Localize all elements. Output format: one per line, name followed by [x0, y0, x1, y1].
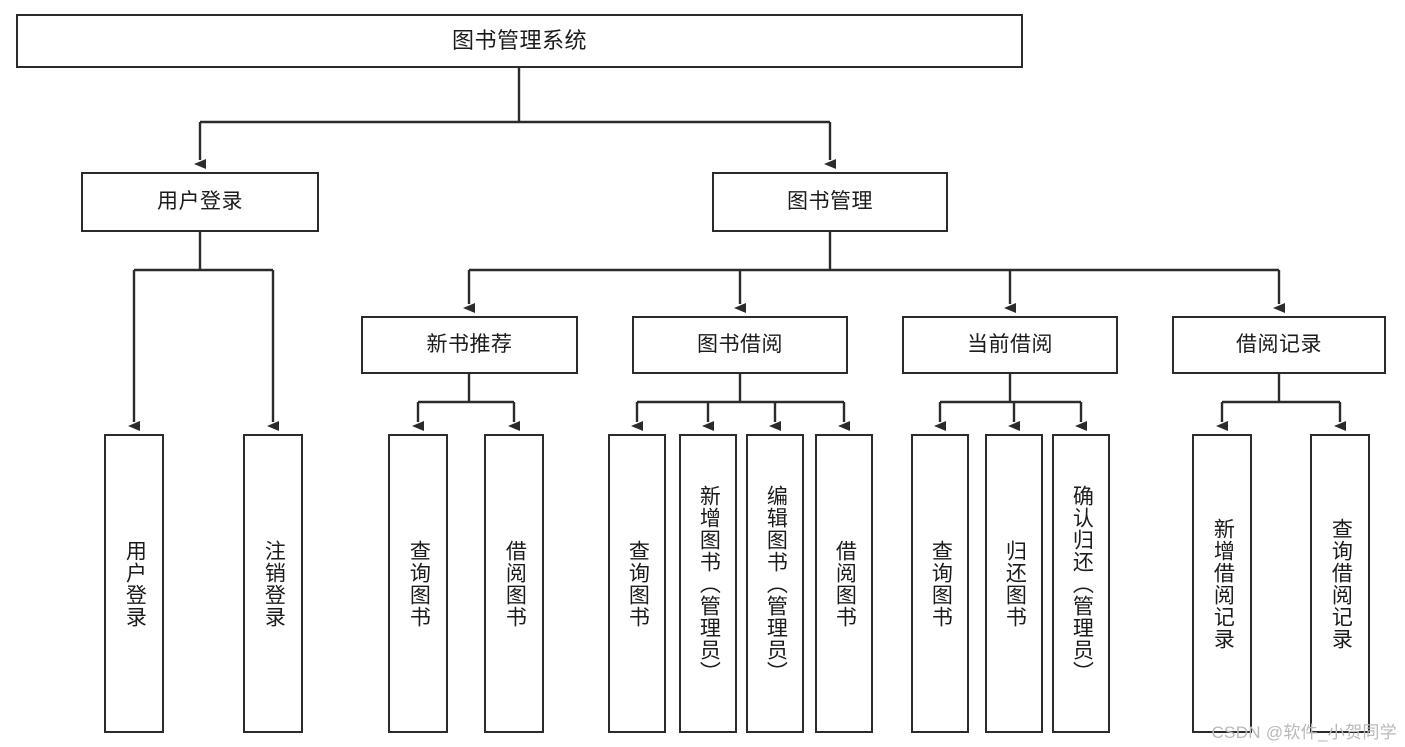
leaf-return-book[interactable]: 归还图书 — [985, 434, 1043, 733]
node-user-login-label: 用户登录 — [157, 190, 243, 214]
node-current-borrow[interactable]: 当前借阅 — [902, 316, 1118, 374]
leaf-logout-label: 注销登录 — [262, 539, 286, 628]
leaf-query-book-borrow[interactable]: 查询图书 — [608, 434, 666, 733]
leaf-query-borrow-record[interactable]: 查询借阅记录 — [1310, 434, 1370, 733]
leaf-query-book-current[interactable]: 查询图书 — [911, 434, 969, 733]
leaf-borrow-book[interactable]: 借阅图书 — [815, 434, 873, 733]
node-current-borrow-label: 当前借阅 — [967, 333, 1053, 357]
leaf-add-book-admin[interactable]: 新增图书（管理员） — [679, 434, 737, 733]
node-borrow-records-label: 借阅记录 — [1236, 333, 1322, 357]
leaf-return-book-label: 归还图书 — [1003, 539, 1027, 628]
leaf-borrow-book-label: 借阅图书 — [833, 539, 857, 628]
leaf-query-borrow-record-label: 查询借阅记录 — [1329, 517, 1353, 650]
node-new-book-recommend[interactable]: 新书推荐 — [361, 316, 578, 374]
leaf-add-book-admin-label: 新增图书（管理员） — [697, 484, 721, 683]
leaf-logout[interactable]: 注销登录 — [243, 434, 303, 733]
watermark-text: CSDN @软件_小贺同学 — [1211, 723, 1397, 742]
node-book-borrow-label: 图书借阅 — [697, 333, 783, 357]
node-book-management[interactable]: 图书管理 — [712, 172, 948, 232]
node-root[interactable]: 图书管理系统 — [16, 14, 1023, 68]
leaf-add-borrow-record-label: 新增借阅记录 — [1211, 517, 1235, 650]
leaf-query-book-current-label: 查询图书 — [929, 539, 953, 628]
leaf-edit-book-admin[interactable]: 编辑图书（管理员） — [746, 434, 804, 733]
leaf-query-book-borrow-label: 查询图书 — [626, 539, 650, 628]
leaf-user-login[interactable]: 用户登录 — [104, 434, 164, 733]
leaf-borrow-book-recommend-label: 借阅图书 — [503, 539, 527, 628]
leaf-borrow-book-recommend[interactable]: 借阅图书 — [484, 434, 544, 733]
node-book-borrow[interactable]: 图书借阅 — [632, 316, 848, 374]
node-new-book-recommend-label: 新书推荐 — [426, 333, 513, 357]
leaf-user-login-label: 用户登录 — [123, 539, 147, 628]
leaf-confirm-return-admin[interactable]: 确认归还（管理员） — [1052, 434, 1110, 733]
leaf-add-borrow-record[interactable]: 新增借阅记录 — [1192, 434, 1252, 733]
leaf-query-book-recommend-label: 查询图书 — [407, 539, 431, 628]
node-borrow-records[interactable]: 借阅记录 — [1172, 316, 1386, 374]
node-user-login[interactable]: 用户登录 — [81, 172, 319, 232]
node-book-management-label: 图书管理 — [787, 190, 873, 214]
leaf-query-book-recommend[interactable]: 查询图书 — [388, 434, 448, 733]
leaf-edit-book-admin-label: 编辑图书（管理员） — [764, 484, 788, 683]
node-root-label: 图书管理系统 — [451, 27, 587, 53]
leaf-confirm-return-admin-label: 确认归还（管理员） — [1070, 484, 1094, 683]
